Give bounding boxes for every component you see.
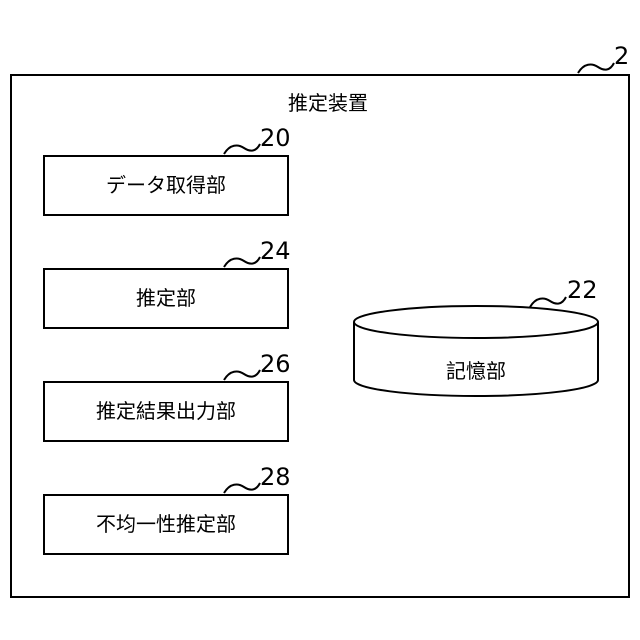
device-ref-leader [578,63,614,73]
storage-unit-label: 記憶部 [446,359,506,383]
storage-unit-ref: 22 [567,276,598,304]
data-acquisition-unit-ref: 20 [260,124,291,152]
estimation-unit-ref: 24 [260,237,291,265]
non-uniformity-estimation-unit-ref: 28 [260,463,291,491]
device-ref-number: 2 [614,42,629,70]
estimation-result-output-unit-label: 推定結果出力部 [96,399,236,423]
non-uniformity-estimation-unit-label: 不均一性推定部 [96,512,236,536]
data-acquisition-unit-label: データ取得部 [106,173,226,197]
storage-cylinder-top [354,306,598,338]
device-title: 推定装置 [288,91,368,115]
estimation-result-output-unit-ref: 26 [260,350,291,378]
estimation-unit-label: 推定部 [136,286,196,310]
